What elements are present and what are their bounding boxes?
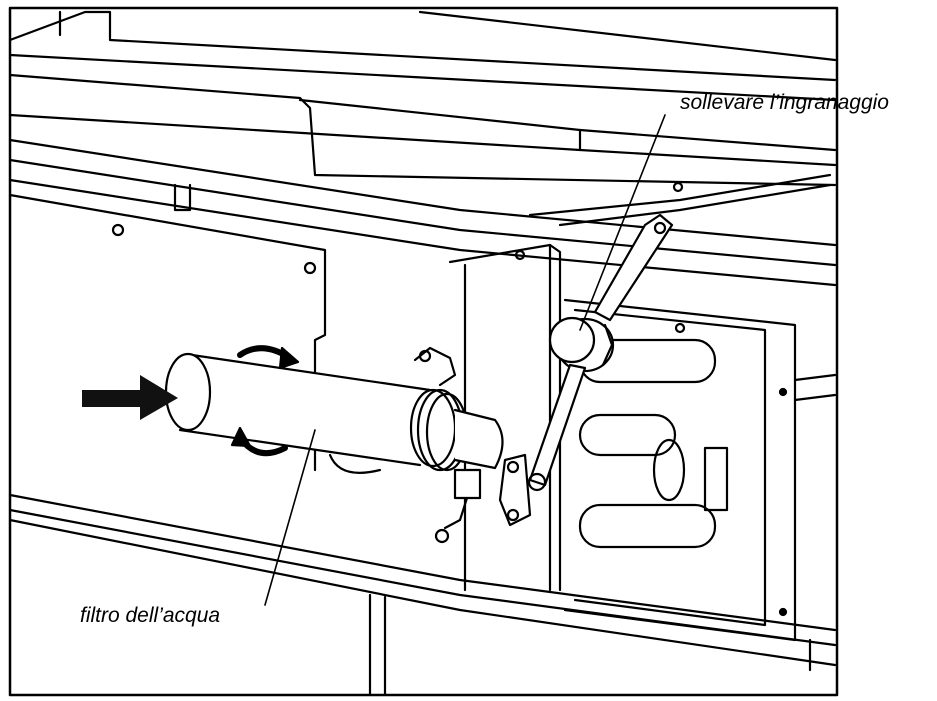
callout-filter: filtro dell’acqua <box>80 604 221 627</box>
callout-gear: sollevare l’ingranaggio <box>680 91 889 114</box>
right-panel <box>563 298 837 642</box>
lower-rail <box>8 493 837 697</box>
gear-leader-line <box>579 114 666 331</box>
linkage-lower <box>527 363 587 492</box>
filter-leader-line <box>264 429 316 606</box>
water-filter-cylinder <box>164 352 504 474</box>
linkage-upper <box>528 173 832 322</box>
ceiling-panels <box>8 10 837 187</box>
frame-border <box>8 6 839 697</box>
gear-knob <box>548 316 615 373</box>
arrow-right-icon <box>82 375 178 420</box>
upper-rail <box>8 138 837 287</box>
rotate-arrows-icon <box>230 345 300 457</box>
mount-bracket <box>413 346 532 544</box>
